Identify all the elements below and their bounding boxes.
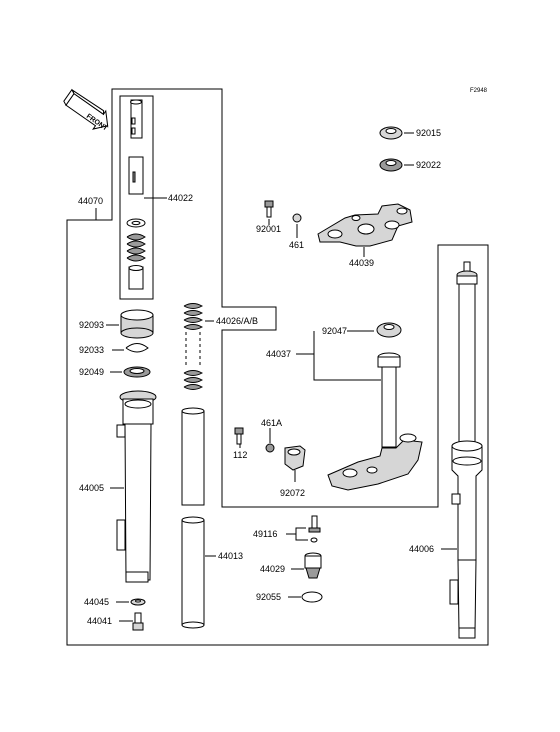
group-boundary-44070 <box>66 88 489 646</box>
part-bolt-92001 <box>264 200 274 218</box>
part-cap-92093 <box>120 309 154 339</box>
label-92022: 92022 <box>416 160 441 170</box>
label-44037: 44037 <box>266 349 291 359</box>
label-461a: 461A <box>261 418 282 428</box>
part-adjuster-44029 <box>304 552 322 579</box>
part-damper-rod-44022 <box>126 99 146 290</box>
part-bolt-112 <box>234 427 244 445</box>
part-upper-bracket-44039 <box>317 203 413 247</box>
part-washer-461 <box>292 213 302 223</box>
part-washer-92022 <box>379 158 403 172</box>
label-92047: 92047 <box>322 326 347 336</box>
label-112: 112 <box>233 450 247 460</box>
part-fork-assembly-44006 <box>449 261 483 639</box>
label-44039: 44039 <box>349 258 374 268</box>
part-bleeder-49116 <box>308 515 321 543</box>
label-92093: 92093 <box>79 320 104 330</box>
leader-49116 <box>286 527 308 541</box>
part-bolt-44041 <box>132 612 144 631</box>
part-inner-tube-44013 <box>181 407 205 629</box>
label-92033: 92033 <box>79 345 104 355</box>
label-44022: 44022 <box>168 193 193 203</box>
part-circlip-92033 <box>125 343 149 353</box>
label-44013: 44013 <box>218 551 243 561</box>
label-92001: 92001 <box>256 224 281 234</box>
label-92049: 92049 <box>79 367 104 377</box>
part-outer-tube-44005 <box>116 390 157 583</box>
part-spring-44026 <box>183 303 204 390</box>
label-92055: 92055 <box>256 592 281 602</box>
part-nut-92015 <box>379 126 403 140</box>
label-92015: 92015 <box>416 128 441 138</box>
part-steering-stem-44037 <box>327 322 423 491</box>
label-44029: 44029 <box>260 564 285 574</box>
label-44041: 44041 <box>87 616 112 626</box>
part-washer-461a <box>265 443 275 453</box>
label-92072: 92072 <box>280 488 305 498</box>
figure-code: F2948 <box>470 88 488 94</box>
part-o-ring-92055 <box>301 591 323 603</box>
label-44006: 44006 <box>409 544 434 554</box>
part-oil-seal-92049 <box>123 366 151 378</box>
leader-44037 <box>296 331 381 381</box>
label-44045: 44045 <box>84 597 109 607</box>
label-49116: 49116 <box>253 529 277 539</box>
label-44026: 44026/A/B <box>216 316 258 326</box>
label-461: 461 <box>289 240 304 250</box>
label-44070: 44070 <box>78 196 103 206</box>
front-arrow-icon <box>63 88 109 130</box>
part-clamp-92072 <box>284 445 306 471</box>
part-washer-44045 <box>130 598 146 606</box>
label-44005: 44005 <box>79 483 104 493</box>
